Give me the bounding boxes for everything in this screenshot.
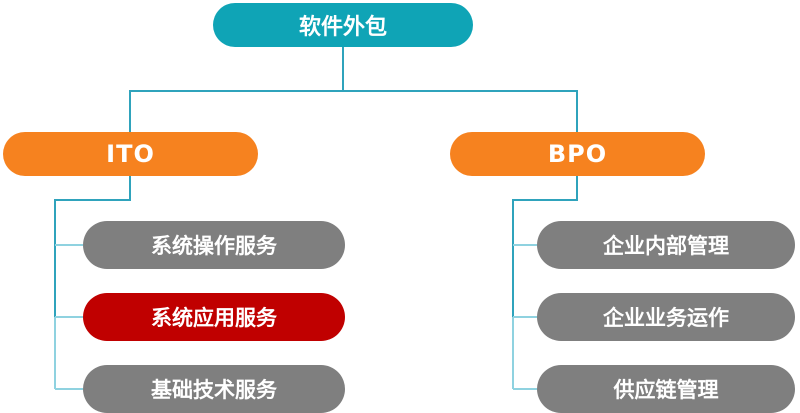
branch-bpo-label: BPO: [547, 140, 608, 168]
branch-node-ito: ITO: [3, 132, 258, 176]
leaf-node-supply-chain-management: 供应链管理: [537, 365, 795, 413]
leaf-label: 基础技术服务: [151, 378, 277, 402]
root-node-label: 软件外包: [298, 15, 387, 40]
leaf-label: 企业内部管理: [603, 234, 729, 258]
branch-node-bpo: BPO: [450, 132, 705, 176]
leaf-node-system-application-service: 系统应用服务: [83, 293, 345, 341]
leaf-node-enterprise-internal-management: 企业内部管理: [537, 221, 795, 269]
leaf-node-system-operation-service: 系统操作服务: [83, 221, 345, 269]
root-node-software-outsourcing: 软件外包: [213, 3, 473, 47]
leaf-label: 系统应用服务: [151, 306, 277, 330]
leaf-node-basic-technology-service: 基础技术服务: [83, 365, 345, 413]
leaf-label: 系统操作服务: [151, 234, 277, 258]
leaf-label: 供应链管理: [613, 378, 719, 402]
leaf-node-enterprise-business-operation: 企业业务运作: [537, 293, 795, 341]
branch-ito-label: ITO: [106, 140, 155, 168]
leaf-label: 企业业务运作: [603, 306, 729, 330]
